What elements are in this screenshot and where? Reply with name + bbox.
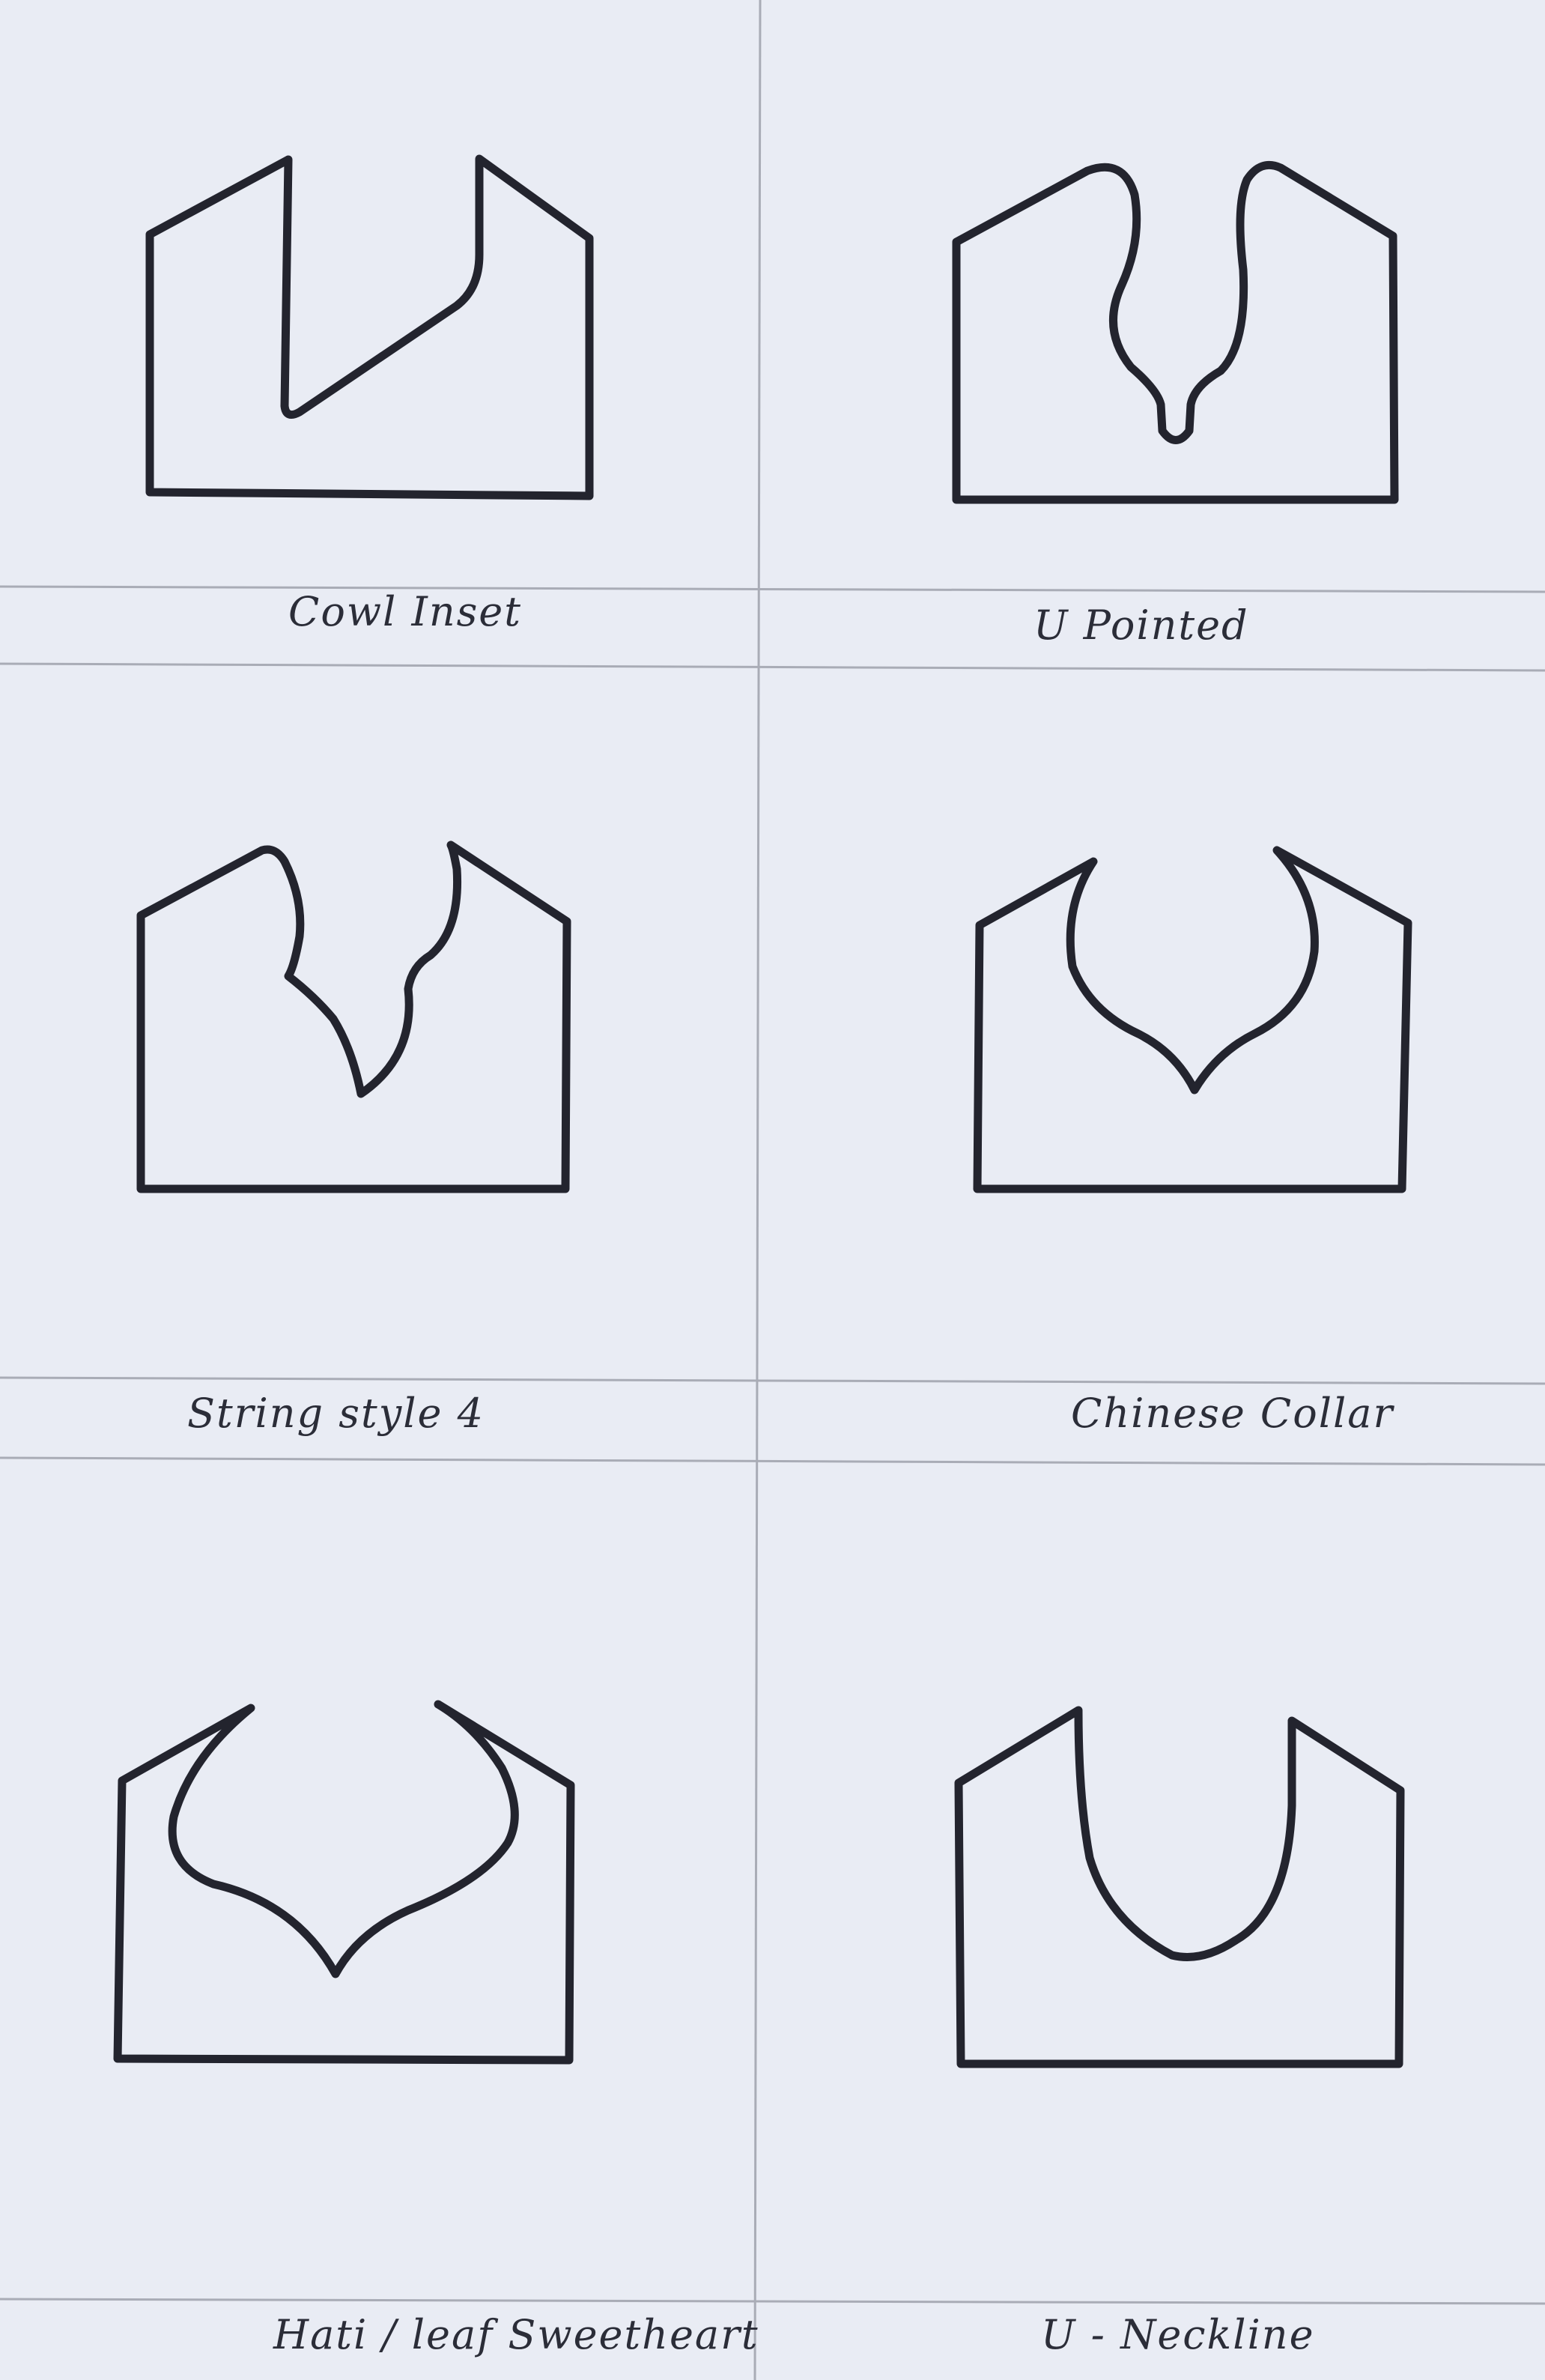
chinese-collar-shape (973, 846, 1412, 1193)
string-style-4-shape (136, 841, 571, 1193)
grid-line-1 (0, 585, 1545, 593)
cowl-inset-shape (145, 154, 594, 500)
grid-line-vertical (753, 0, 762, 2380)
grid-line-4 (0, 1456, 1545, 1466)
label-chinese-collar: Chinese Collar (1071, 1390, 1394, 1437)
grid-line-5 (0, 2298, 1545, 2305)
u-pointed-shape (952, 161, 1399, 504)
grid-line-3 (0, 1376, 1545, 1385)
label-u-neckline: U - Neckline (1041, 2311, 1315, 2358)
leaf-sweetheart-shape (113, 1700, 575, 2065)
label-u-pointed: U Pointed (1033, 602, 1249, 649)
grid-line-2 (0, 662, 1545, 672)
u-neckline-shape (954, 1706, 1405, 2068)
label-string-style-4: String style 4 (187, 1390, 485, 1437)
label-leaf-sweetheart: Hati / leaf Sweetheart (273, 2311, 759, 2358)
label-cowl-inset: Cowl Inset (288, 588, 522, 635)
